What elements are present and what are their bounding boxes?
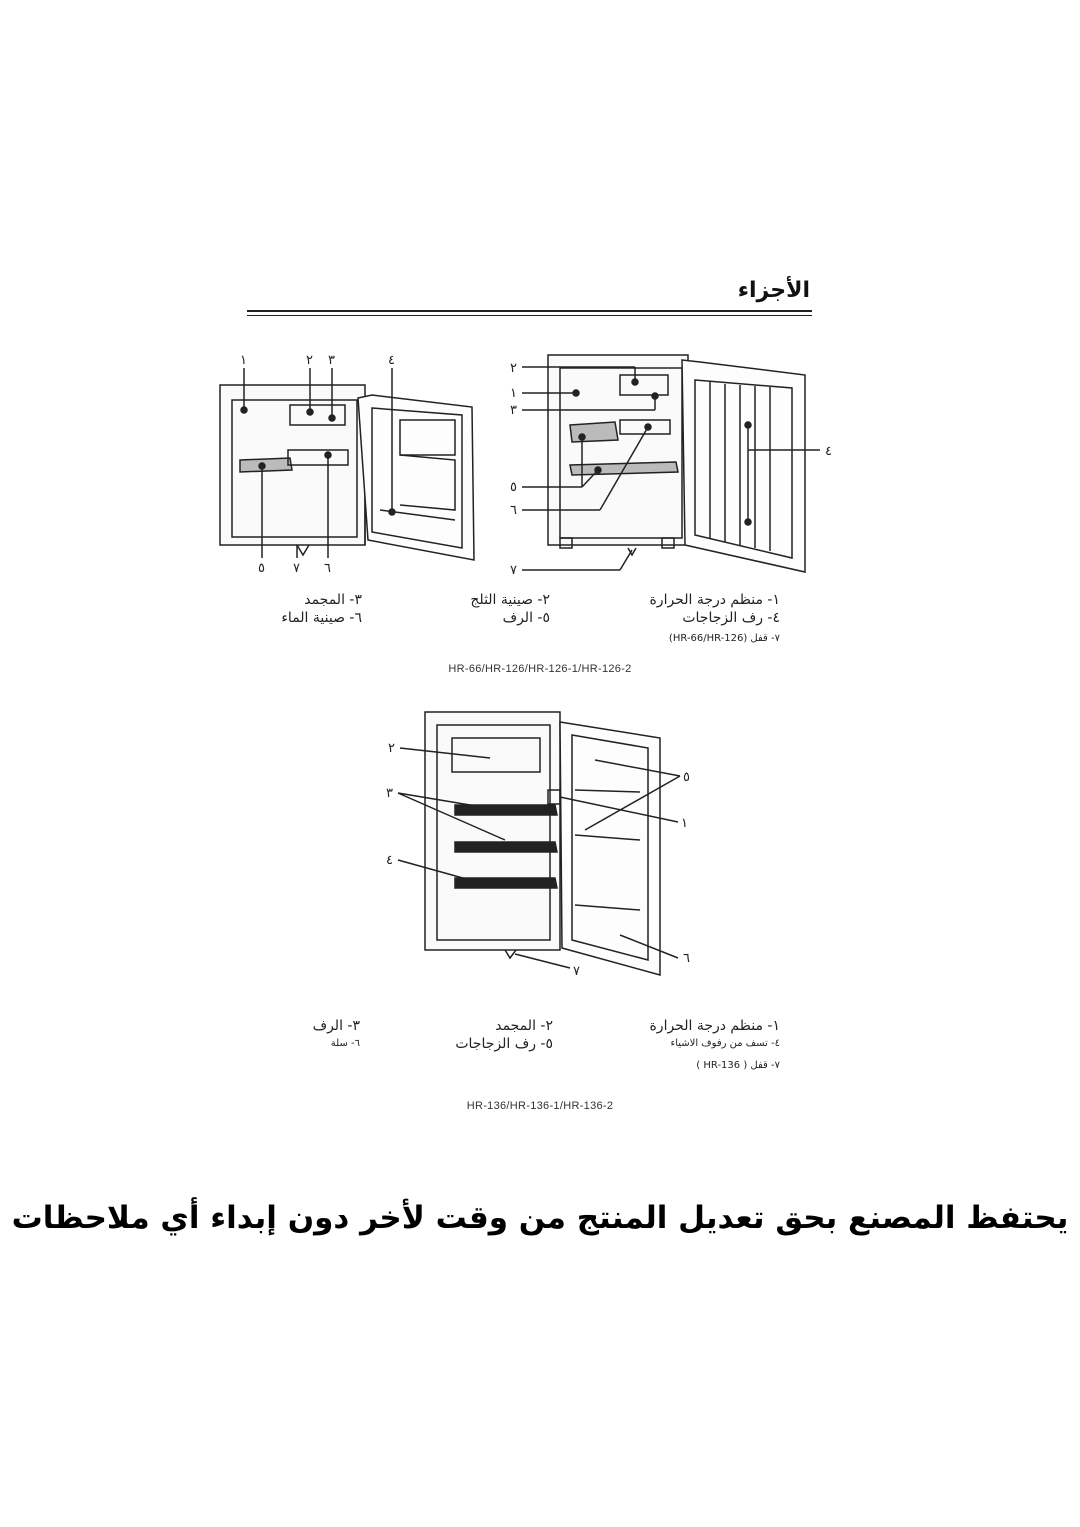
callout-tall-5: ٥	[683, 770, 690, 785]
callout-left-2: ٢	[306, 353, 313, 368]
callout-tall-1: ١	[681, 816, 688, 831]
caption2-item-shelf: ٤- تسف من رفوف الاشياء	[670, 1038, 781, 1049]
caption1-water-tray: ٦- صينية الماء	[281, 610, 362, 626]
callout-left-4: ٤	[388, 353, 395, 368]
section-title: الأجزاء	[737, 278, 810, 303]
caption2-lock: ٧- قفل ( HR-136 )	[696, 1060, 780, 1071]
callout-tall-7: ٧	[573, 964, 580, 979]
callout-right-5: ٥	[510, 480, 517, 495]
callout-tall-3: ٣	[386, 786, 393, 801]
callout-right-1: ١	[510, 386, 517, 401]
callout-right-3: ٣	[510, 403, 517, 418]
caption1-thermostat: ١- منظم درجة الحرارة	[649, 592, 780, 608]
model-numbers-1: HR-66/HR-126/HR-126-1/HR-126-2	[448, 663, 632, 675]
callout-left-6: ٦	[324, 561, 331, 576]
caption1-freezer: ٣- المجمد	[304, 592, 362, 608]
caption2-basket: ٦- سلة	[330, 1038, 360, 1049]
callout-tall-2: ٢	[388, 741, 395, 756]
callout-left-3: ٣	[328, 353, 335, 368]
fridge-left-illustration	[219, 368, 475, 561]
callout-right-4: ٤	[825, 444, 832, 459]
caption2-bottle-shelf: ٥- رف الزجاجات	[455, 1036, 553, 1052]
callout-right-7: ٧	[510, 563, 517, 578]
callout-left-1: ١	[240, 353, 247, 368]
fridge-tall-illustration	[397, 711, 681, 976]
callout-tall-6: ٦	[683, 951, 690, 966]
fridge-right-illustration	[522, 354, 820, 573]
caption2-freezer: ٢- المجمد	[495, 1018, 553, 1034]
caption1-bottle-shelf: ٤- رف الزجاجات	[682, 610, 780, 626]
manufacturer-notice: يحتفظ المصنع بحق تعديل المنتج من وقت لأخ…	[11, 1200, 1069, 1236]
caption1-lock: ٧- قفل (HR-66/HR-126)	[668, 633, 780, 644]
caption1-ice-tray: ٢- صينية الثلج	[470, 592, 550, 608]
callout-right-6: ٦	[510, 503, 517, 518]
callout-tall-4: ٤	[386, 853, 393, 868]
caption1-shelf: ٥- الرف	[502, 610, 550, 626]
caption2-thermostat: ١- منظم درجة الحرارة	[649, 1018, 780, 1034]
callout-left-7: ٧	[293, 561, 300, 576]
model-numbers-2: HR-136/HR-136-1/HR-136-2	[466, 1100, 614, 1112]
title-rule	[247, 310, 812, 312]
callout-right-2: ٢	[510, 361, 517, 376]
caption2-shelf: ٣- الرف	[312, 1018, 360, 1034]
callout-left-5: ٥	[258, 561, 265, 576]
title-rule-thin	[247, 315, 812, 316]
